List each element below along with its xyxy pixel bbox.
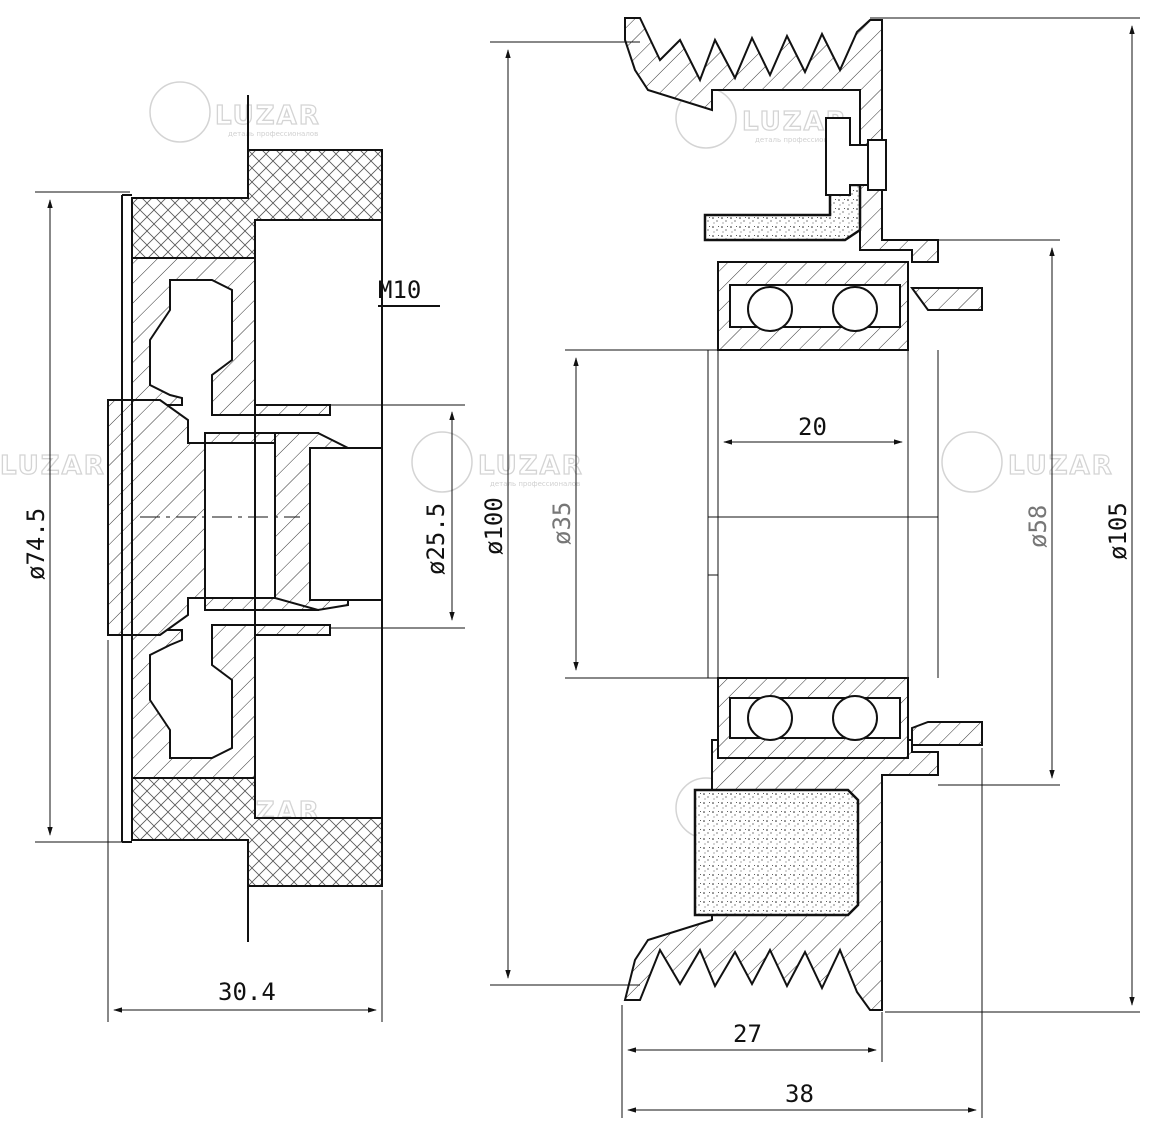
- dim-25-5-label: ø25.5: [422, 503, 450, 575]
- svg-text:деталь профессионалов: деталь профессионалов: [755, 136, 845, 144]
- watermark-logo-1: LUZAR деталь профессионалов: [149, 81, 321, 143]
- svg-text:LUZAR: LUZAR: [1008, 451, 1114, 481]
- pulley-rim-top: [624, 17, 939, 263]
- dim-100-ext: [490, 41, 640, 986]
- svg-text:LUZAR: LUZAR: [478, 451, 584, 481]
- bore-lines: [707, 350, 939, 678]
- flange-outline: [122, 95, 249, 942]
- dim-105-ext: [870, 17, 1140, 1013]
- thread-label: M10: [378, 276, 421, 304]
- dim-27-ext: [621, 1005, 883, 1118]
- bearing-ball-bottom-2: [832, 695, 878, 741]
- dim-74-5-label: ø74.5: [22, 508, 50, 580]
- dim-100-label: ø100: [480, 497, 508, 555]
- watermark-logo-5: LUZAR: [941, 431, 1114, 493]
- bearing-ball-bottom-1: [747, 695, 793, 741]
- dim-38-label: 38: [785, 1080, 814, 1108]
- dim-30-4-ext: [107, 640, 383, 1022]
- snap-ring-top: [910, 287, 983, 311]
- svg-text:деталь профессионалов: деталь профессионалов: [228, 130, 318, 138]
- svg-text:деталь профессионалов: деталь профессионалов: [490, 480, 580, 488]
- shaft-stub: [309, 447, 383, 601]
- dim-25-5-ext: [330, 404, 465, 629]
- dim-105-label: ø105: [1104, 502, 1132, 560]
- dim-20-label: 20: [798, 413, 827, 441]
- snap-ring-bottom: [911, 721, 983, 746]
- svg-text:LUZAR: LUZAR: [0, 451, 106, 481]
- dim-58-ext: [938, 239, 1060, 786]
- bearing-ball-top-1: [747, 286, 793, 332]
- hub-bore: [204, 442, 276, 599]
- bearing-ball-top-2: [832, 286, 878, 332]
- dim-27-label: 27: [733, 1020, 762, 1048]
- hub-web-top: [131, 257, 331, 416]
- right-view: ø100 ø35 20 ø58 ø105 27 38: [480, 17, 1140, 1118]
- watermark-logo-4: LUZAR: [0, 450, 106, 481]
- rivet-head: [867, 139, 887, 191]
- hub-web-bottom: [131, 624, 331, 779]
- dim-35-ext: [565, 349, 718, 679]
- hub-outline: [121, 150, 383, 886]
- watermark-logo-3: LUZAR деталь профессионалов: [411, 431, 584, 493]
- dim-74-5-ext: [35, 191, 130, 843]
- left-view: M10 ø74.5 ø25.5 30.4: [22, 95, 465, 1022]
- svg-text:LUZAR: LUZAR: [215, 101, 321, 131]
- dim-35-label: ø35: [548, 502, 576, 545]
- dim-58-label: ø58: [1024, 505, 1052, 548]
- coil-body: [693, 788, 860, 917]
- dim-30-4-label: 30.4: [218, 978, 276, 1006]
